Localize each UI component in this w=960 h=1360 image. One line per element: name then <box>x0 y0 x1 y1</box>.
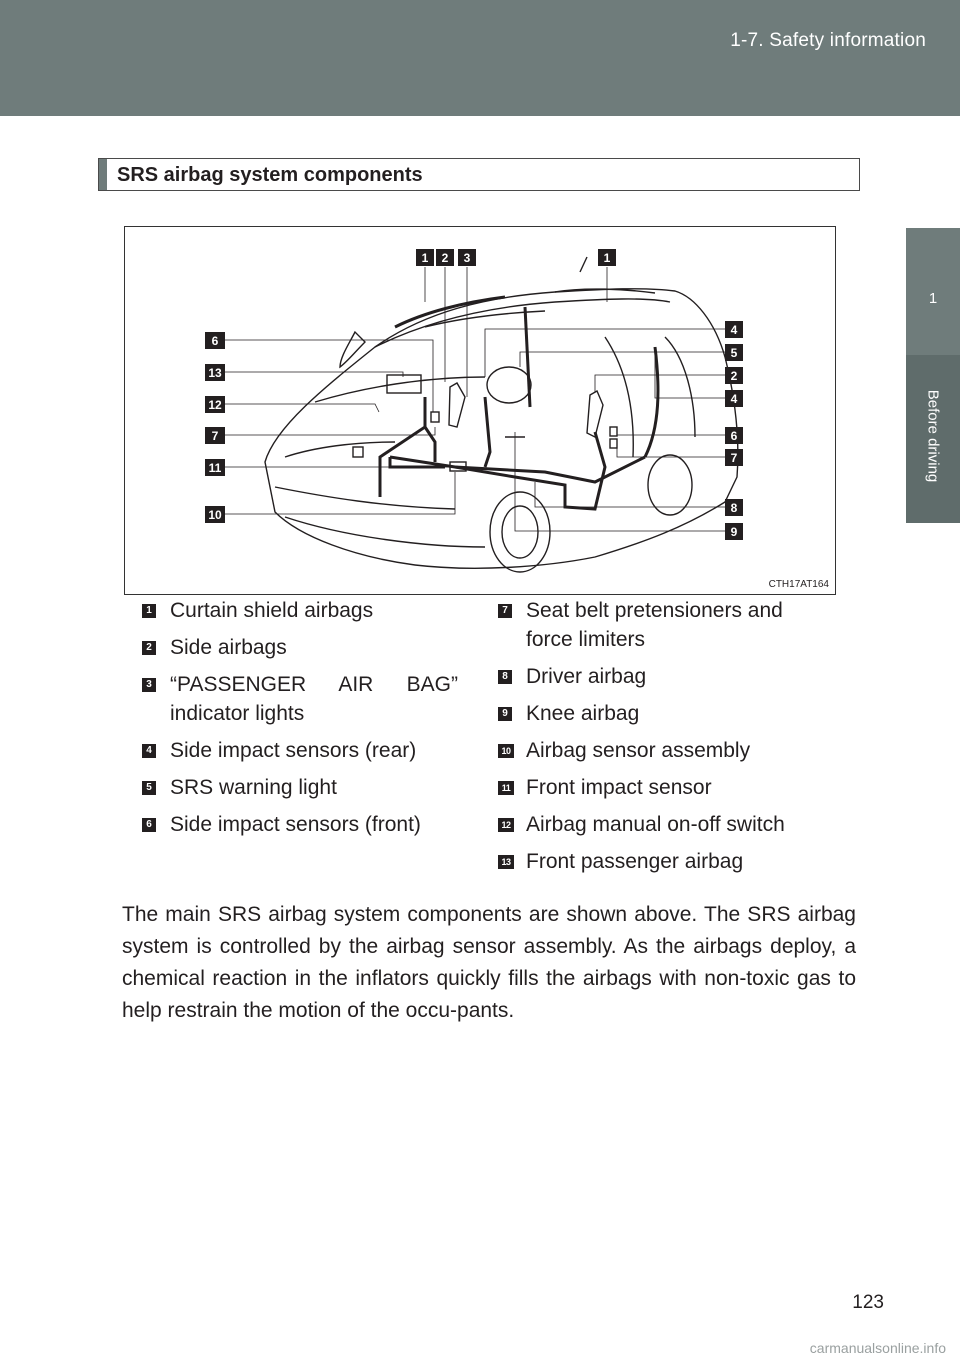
legend-text: Driver airbag <box>526 665 647 688</box>
legend-text-line1: “PASSENGER AIR BAG” <box>170 673 458 696</box>
car-illustration: 1 2 3 1 6 13 12 7 11 10 4 5 2 4 6 7 8 9 <box>205 249 743 573</box>
legend-item: 2 Side airbags <box>142 633 458 662</box>
callout-left-7: 7 <box>212 429 219 443</box>
legend-item: 10 Airbag sensor assembly <box>498 736 828 765</box>
legend-text: Seat belt pretensioners and force limite… <box>526 599 783 651</box>
callout-left-11: 11 <box>209 461 222 475</box>
legend-right: 7 Seat belt pretensioners and force limi… <box>498 596 828 884</box>
legend-number: 5 <box>142 781 156 795</box>
callout-top-3: 3 <box>464 251 471 265</box>
section-heading: SRS airbag system components <box>98 158 860 191</box>
legend-number: 9 <box>498 707 512 721</box>
legend-number: 8 <box>498 670 512 684</box>
legend-item: 11 Front impact sensor <box>498 773 828 802</box>
legend-item: 6 Side impact sensors (front) <box>142 810 458 839</box>
legend-item: 3 “PASSENGER AIR BAG” indicator lights <box>142 670 458 728</box>
watermark: carmanualsonline.info <box>809 1340 946 1356</box>
legend-text: SRS warning light <box>170 776 337 799</box>
callout-right-2: 2 <box>731 369 738 383</box>
legend-item: 12 Airbag manual on-off switch <box>498 810 828 839</box>
legend-text: Curtain shield airbags <box>170 599 374 622</box>
legend-item: 1 Curtain shield airbags <box>142 596 458 625</box>
legend-text: Front passenger airbag <box>526 850 744 873</box>
side-tab-label: Before driving <box>924 389 942 483</box>
callout-top-1: 1 <box>422 251 429 265</box>
chapter-title: 1-7. Safety information <box>730 30 926 51</box>
legend-text: Side impact sensors (front) <box>170 813 421 836</box>
callout-left-6: 6 <box>212 334 219 348</box>
legend-number: 2 <box>142 641 156 655</box>
legend-text: Side impact sensors (rear) <box>170 739 417 762</box>
callout-top-1b: 1 <box>604 251 611 265</box>
legend-number: 1 <box>142 604 156 618</box>
legend-number: 3 <box>142 678 156 692</box>
legend-item: 4 Side impact sensors (rear) <box>142 736 458 765</box>
legend-left: 1 Curtain shield airbags 2 Side airbags … <box>142 596 458 847</box>
legend-item: 13 Front passenger airbag <box>498 847 828 876</box>
legend-number: 12 <box>498 818 514 832</box>
legend-text: Side airbags <box>170 636 287 659</box>
section-title: SRS airbag system components <box>117 164 423 186</box>
legend-item: 8 Driver airbag <box>498 662 828 691</box>
callout-right-4b: 4 <box>731 392 738 406</box>
legend-text: Airbag sensor assembly <box>526 739 751 762</box>
legend-text-line2: indicator lights <box>170 702 305 725</box>
side-tab-strip <box>906 355 960 523</box>
callout-right-5: 5 <box>731 346 738 360</box>
side-tab-number: 1 <box>928 290 938 307</box>
page-number: 123 <box>852 1292 884 1313</box>
callout-right-6: 6 <box>731 429 738 443</box>
legend-item: 5 SRS warning light <box>142 773 458 802</box>
legend-text: Front impact sensor <box>526 776 712 799</box>
legend-number: 13 <box>498 855 514 869</box>
legend-number: 6 <box>142 818 156 832</box>
callout-left-13: 13 <box>208 366 222 380</box>
legend-number: 4 <box>142 744 156 758</box>
side-tab <box>906 228 960 355</box>
callout-top-2: 2 <box>442 251 449 265</box>
section-accent <box>99 159 107 190</box>
legend-text: Knee airbag <box>526 702 640 725</box>
legend-text: Airbag manual on-off switch <box>526 813 785 836</box>
callout-right-7: 7 <box>731 451 738 465</box>
legend-number: 10 <box>498 744 514 758</box>
callout-right-8: 8 <box>731 501 738 515</box>
callout-right-9: 9 <box>731 525 738 539</box>
legend-item: 9 Knee airbag <box>498 699 828 728</box>
legend-number: 7 <box>498 604 512 618</box>
callout-right-4: 4 <box>731 323 738 337</box>
callout-left-12: 12 <box>208 398 222 412</box>
header-bar: 1-7. Safety information <box>0 0 960 116</box>
airbag-diagram: 1 2 3 1 6 13 12 7 11 10 4 5 2 4 6 7 8 9 … <box>124 226 836 595</box>
figure-code: CTH17AT164 <box>768 579 829 590</box>
legend-number: 11 <box>498 781 514 795</box>
legend-item: 7 Seat belt pretensioners and force limi… <box>498 596 828 654</box>
callout-left-10: 10 <box>208 508 222 522</box>
body-paragraph: The main SRS airbag system components ar… <box>122 903 856 1022</box>
